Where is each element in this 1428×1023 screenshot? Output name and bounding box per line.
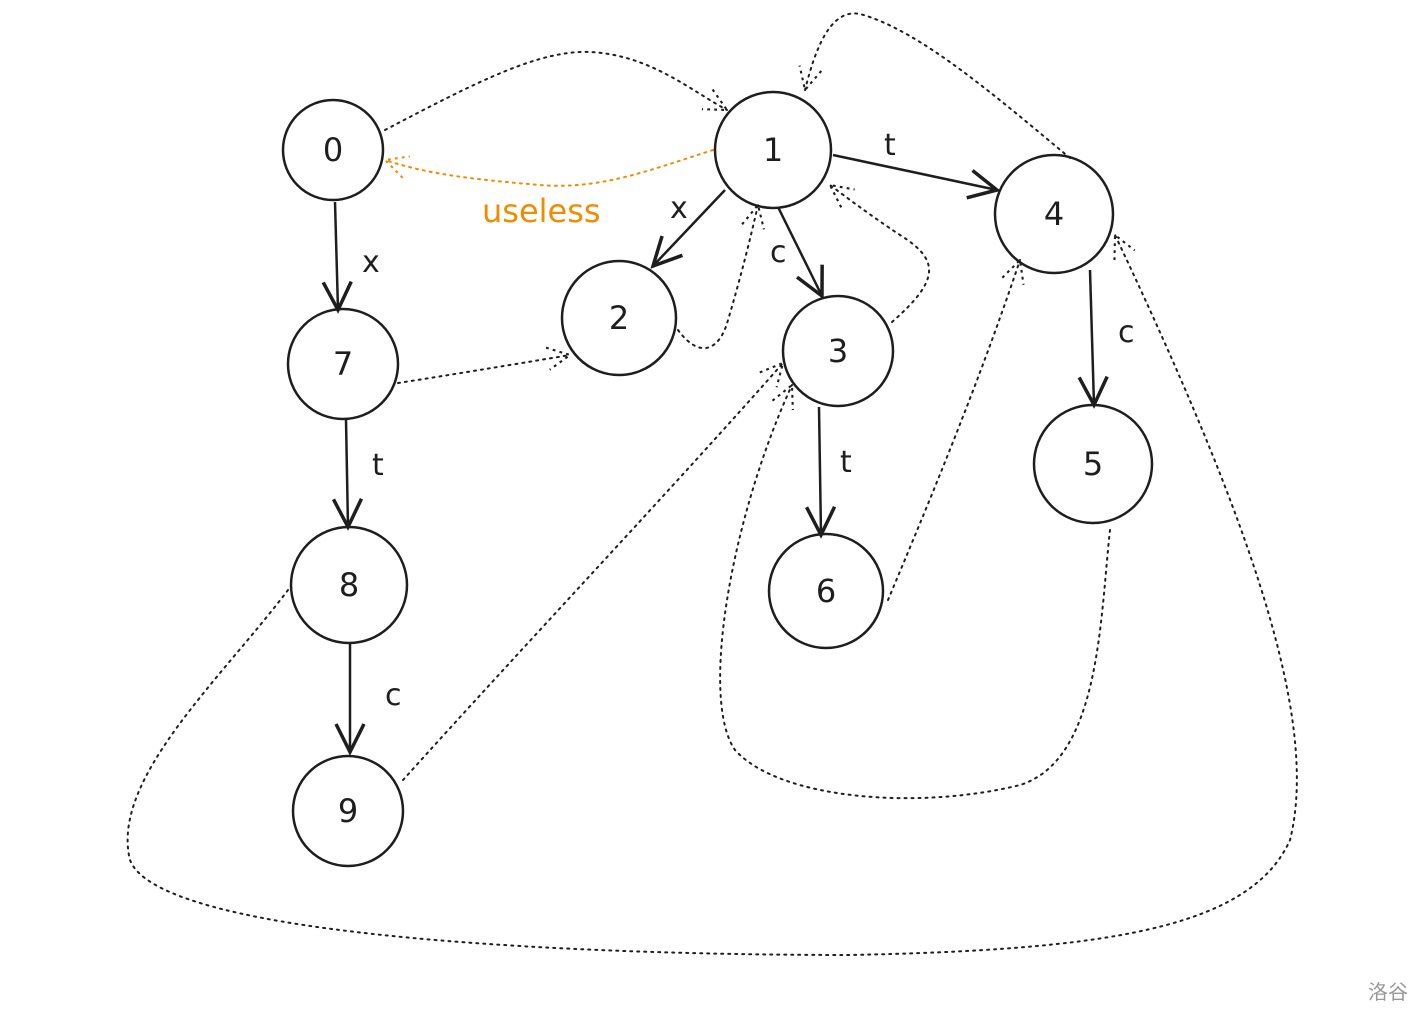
- node-5: 5: [1032, 403, 1154, 525]
- node-8: 8: [289, 525, 409, 645]
- edge-4-5: [1090, 269, 1094, 405]
- node-7: 7: [286, 307, 400, 421]
- edge-label-1-3: c: [770, 235, 787, 270]
- node-9: 9: [291, 754, 405, 868]
- node-0: 0: [281, 98, 385, 202]
- svg-text:8: 8: [339, 566, 359, 604]
- fail-link-8-4: [126, 235, 1298, 957]
- fail-link-3-1: [830, 185, 930, 323]
- edge-label-3-6: t: [840, 445, 852, 480]
- edge-label-7-8: t: [372, 448, 384, 483]
- fail-link-1-0-useless: [385, 150, 714, 186]
- svg-text:6: 6: [816, 572, 836, 610]
- edge-1-3: [776, 206, 822, 296]
- svg-text:2: 2: [609, 299, 629, 337]
- svg-text:7: 7: [333, 345, 353, 383]
- useless-annotation: useless: [482, 192, 601, 230]
- fail-link-4-1: [805, 12, 1071, 159]
- svg-text:5: 5: [1083, 445, 1103, 483]
- node-6: 6: [767, 532, 885, 650]
- edge-label-1-4: t: [884, 128, 896, 163]
- edge-label-0-7: x: [362, 245, 380, 280]
- svg-text:3: 3: [828, 332, 848, 370]
- edge-0-7: [335, 201, 338, 310]
- edge-label-8-9: c: [385, 678, 402, 713]
- edge-label-1-2: x: [670, 191, 688, 226]
- edge-3-6: [819, 406, 821, 535]
- fail-link-0-1: [384, 50, 727, 130]
- edge-1-2: [653, 189, 726, 266]
- watermark: 洛谷: [1368, 980, 1408, 1004]
- fail-link-6-4: [887, 260, 1020, 601]
- node-3: 3: [781, 294, 895, 408]
- svg-text:9: 9: [338, 792, 358, 830]
- fail-link-9-3: [402, 363, 783, 781]
- svg-text:4: 4: [1044, 195, 1064, 233]
- edge-1-4: [832, 153, 997, 190]
- edge-7-8: [346, 419, 348, 527]
- node-1: 1: [713, 90, 833, 210]
- fail-link-7-2: [397, 355, 570, 384]
- svg-text:1: 1: [763, 131, 783, 169]
- fail-link-2-1: [677, 205, 758, 350]
- edge-label-4-5: c: [1118, 315, 1135, 350]
- node-2: 2: [560, 259, 678, 377]
- svg-text:0: 0: [323, 131, 343, 169]
- fail-link-5-3: [719, 385, 1111, 800]
- node-4: 4: [993, 153, 1115, 275]
